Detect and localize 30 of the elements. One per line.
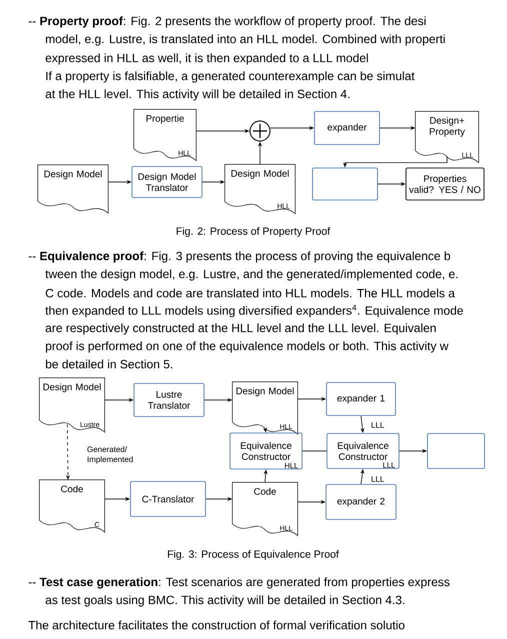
text-line: are respectively constructed at the HLL level and the LLL level. Equivalen [46,323,436,335]
text-line: be detailed in Section 5. [46,360,172,368]
text-line: tween the design model, e.g. Lustre, and the generated/implemented code, e. [45,269,458,281]
edge-label: Generated/ Implemented [86,445,138,465]
text-line: -- Test case generation: Test scenarios are generated from properties express [28,577,450,589]
sum-circle [250,120,270,142]
edge-label: LLL [370,475,386,483]
text-line: C code. Models and code are translated into HLL models. The HLL models a [46,288,455,298]
text-line: as test goals using BMC. This activity will be detailed in Section 4.3. [46,595,404,607]
text-line: The architecture facilitates the construction of formal verification solutio [28,620,404,630]
text-line: proof is performed on one of the equivalence models or both. This activity w [46,341,448,353]
text-line: model, e.g. Lustre, is translated into an HLL model. Combined with properti [46,34,445,46]
process-box [427,433,485,469]
text-line: -- Property proof: Fig. 2 presents the workflow of property proof. The desi [28,16,426,28]
text-line: expressed in HLL as well, it is then expanded to a LLL model [46,53,368,65]
process-box: Lustre Translator [134,383,204,417]
process-box: Properties valid? YES / NO [406,168,484,200]
text-line: then expanded to LLL models using diversified expanders$^{4}$. Equivalence mode [45,304,463,318]
process-box: expander [314,111,380,145]
text-line: -- Equivalence proof: Fig. 3 presents the process of proving the equivalence b [28,251,450,263]
edge-label: LLL [370,421,386,429]
process-box [312,168,378,200]
text-line: If a property is falsifiable, a generated counterexample can be simulat [46,71,415,83]
process-box: expander 2 [326,484,396,520]
text-line: at the HLL level. This activity will be detailed in Section 4. [46,89,350,101]
figure-caption: Fig. 3: Process of Equivalence Proof [168,550,339,560]
process-box: Design Model Translator [132,166,202,198]
figure-caption: Fig. 2: Process of Property Proof [176,227,330,237]
process-box: C-Translator [130,481,206,517]
process-box: expander 1 [326,382,396,416]
